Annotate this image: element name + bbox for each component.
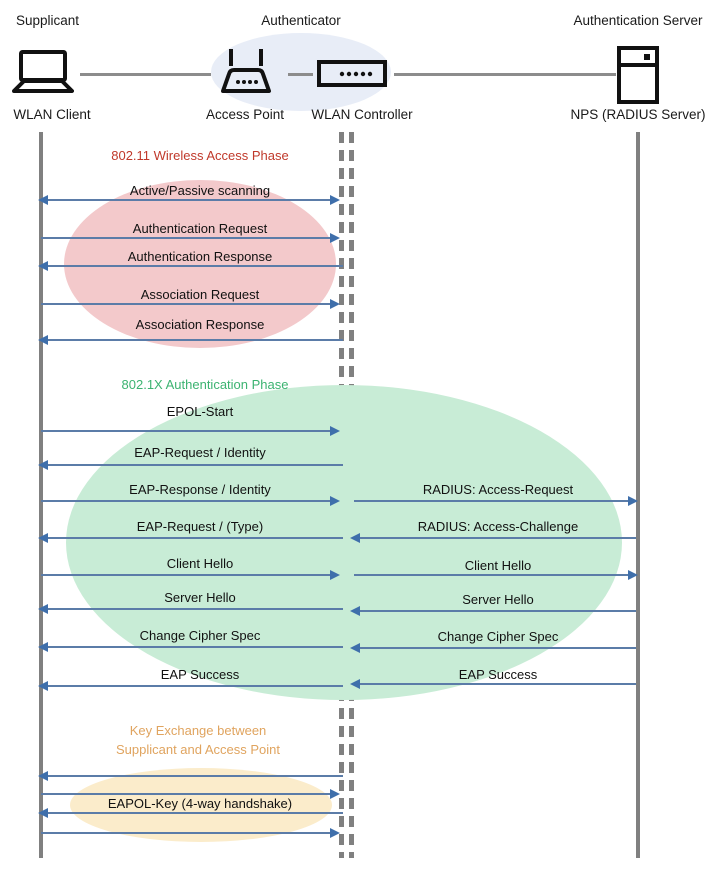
actor-role-authentication-server: Authentication Server [573, 13, 703, 28]
message-label: EAP Success [458, 667, 538, 682]
arrowhead-right-icon [330, 426, 340, 436]
wire-controller-to-server [394, 73, 616, 76]
message-label: Server Hello [462, 592, 534, 607]
actor-label-access-point: Access Point [205, 107, 285, 122]
message-label: Active/Passive scanning [129, 183, 271, 198]
arrowhead-left-icon [38, 604, 48, 614]
arrowhead-left-icon [38, 460, 48, 470]
message-label: Change Cipher Spec [437, 629, 559, 644]
message-line [46, 339, 343, 341]
arrowhead-right-icon [628, 496, 638, 506]
arrowhead-left-icon [38, 771, 48, 781]
message-line [358, 683, 636, 685]
message-line [41, 303, 338, 305]
message-line [41, 832, 338, 834]
lifeline-auth-server [636, 132, 640, 858]
arrowhead-right-icon [330, 496, 340, 506]
message-label: Server Hello [164, 590, 236, 605]
message-line [354, 574, 636, 576]
arrowhead-left-icon [38, 195, 48, 205]
message-label: EPOL-Start [166, 404, 234, 419]
actor-label-nps-radius-server: NPS (RADIUS Server) [570, 107, 706, 122]
message-line [46, 775, 343, 777]
message-line [354, 500, 636, 502]
message-line [46, 464, 343, 466]
message-line [358, 537, 636, 539]
message-label: EAP Success [160, 667, 240, 682]
message-line [358, 647, 636, 649]
message-line [41, 500, 338, 502]
arrowhead-right-icon [330, 789, 340, 799]
arrowhead-right-icon [330, 299, 340, 309]
message-line [46, 199, 338, 201]
message-label: Authentication Response [127, 249, 273, 264]
phase-802-11-blob [64, 180, 336, 348]
message-line [46, 608, 343, 610]
arrowhead-right-icon [330, 233, 340, 243]
message-label: Association Response [135, 317, 265, 332]
message-label: Client Hello [464, 558, 532, 573]
arrowhead-left-icon [38, 335, 48, 345]
message-line [46, 812, 343, 814]
arrowhead-left-icon [38, 533, 48, 543]
message-line [46, 265, 343, 267]
message-line [41, 793, 338, 795]
message-label: EAP-Request / (Type) [136, 519, 264, 534]
phase-key-exchange-blob [70, 768, 332, 842]
arrowhead-right-icon [330, 570, 340, 580]
arrowhead-left-icon [38, 642, 48, 652]
arrowhead-left-icon [38, 808, 48, 818]
message-label: EAP-Response / Identity [129, 482, 271, 497]
message-line [41, 430, 338, 432]
arrowhead-left-icon [38, 261, 48, 271]
message-label: Authentication Request [132, 221, 268, 236]
message-label: Client Hello [166, 556, 234, 571]
phase-802-11-title: 802.11 Wireless Access Phase [111, 148, 289, 163]
actor-role-authenticator: Authenticator [261, 13, 341, 28]
message-label: EAP-Request / Identity [134, 445, 266, 460]
arrowhead-right-icon [628, 570, 638, 580]
actor-label-wlan-controller: WLAN Controller [311, 107, 413, 122]
message-line [41, 574, 338, 576]
server-icon [616, 46, 660, 109]
arrowhead-right-icon [330, 195, 340, 205]
message-label: Change Cipher Spec [139, 628, 261, 643]
wire-ap-to-controller [288, 73, 313, 76]
arrowhead-left-icon [350, 679, 360, 689]
actor-role-supplicant: Supplicant [15, 13, 80, 28]
wire-client-to-ap [80, 73, 211, 76]
arrowhead-left-icon [350, 533, 360, 543]
message-line [41, 237, 338, 239]
arrowhead-left-icon [38, 681, 48, 691]
message-line [46, 685, 343, 687]
arrowhead-right-icon [330, 828, 340, 838]
message-label: Association Request [140, 287, 260, 302]
actor-label-wlan-client: WLAN Client [13, 107, 91, 122]
phase-802-1x-title: 802.1X Authentication Phase [121, 377, 289, 392]
phase-key-exchange-title-line1: Key Exchange between [129, 723, 267, 738]
message-label: EAPOL-Key (4-way handshake) [107, 796, 293, 811]
wireless-access-point-icon [216, 47, 276, 100]
message-line [358, 610, 636, 612]
message-label: RADIUS: Access-Challenge [417, 519, 579, 534]
message-line [46, 646, 343, 648]
lifeline-supplicant [39, 132, 43, 858]
laptop-icon [12, 50, 74, 99]
phase-802-1x-blob [66, 385, 622, 700]
message-label: RADIUS: Access-Request [422, 482, 574, 497]
phase-key-exchange-title-line2: Supplicant and Access Point [115, 742, 281, 757]
arrowhead-left-icon [350, 606, 360, 616]
arrowhead-left-icon [350, 643, 360, 653]
message-line [46, 537, 343, 539]
network-switch-icon [317, 60, 387, 92]
